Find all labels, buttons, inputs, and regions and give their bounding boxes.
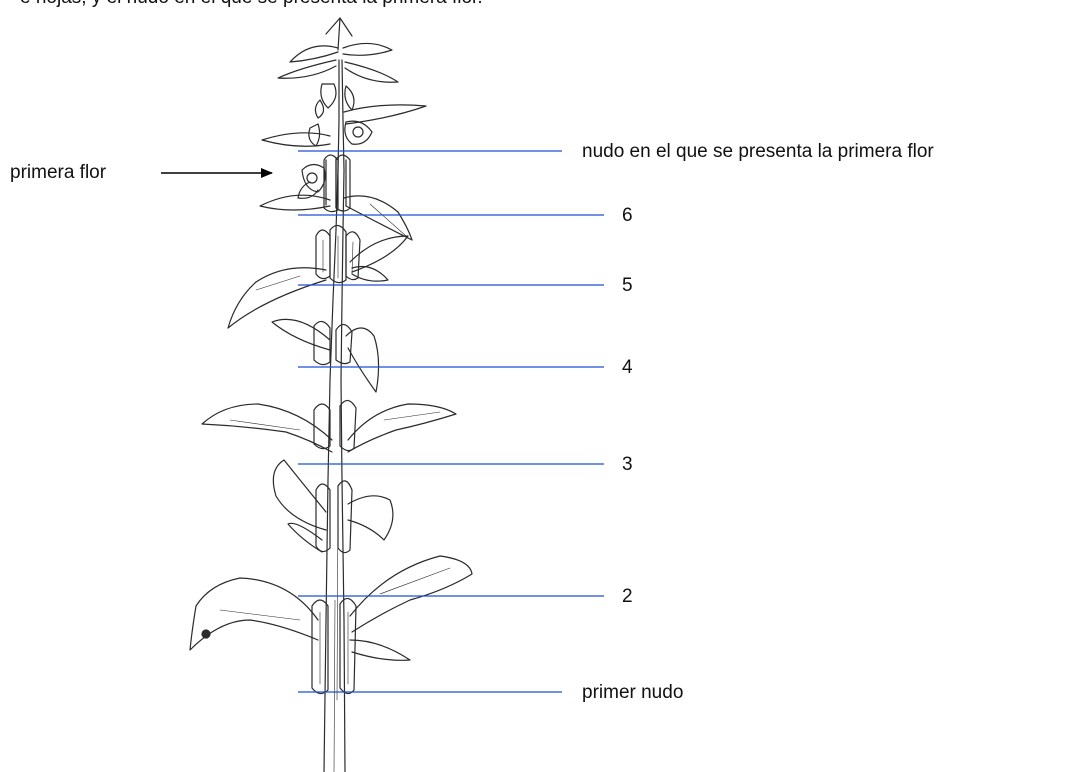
lower-leaves [272, 459, 394, 554]
plant-illustration [189, 17, 473, 772]
label-first-node: primer nudo [582, 682, 684, 703]
label-first-flower-node: nudo en el que se presenta la primera fl… [582, 141, 934, 162]
node-5-leaves [227, 235, 409, 329]
node-lines [298, 150, 604, 693]
upper-flowers [261, 104, 427, 147]
caption-fragment: e hojas; y el nudo en el que se presenta… [20, 0, 483, 9]
label-node-2: 2 [622, 586, 633, 607]
label-first-flower: primera flor [10, 162, 107, 183]
node-2-leaves [189, 555, 473, 695]
node-6-leaves [259, 194, 413, 241]
node-3-leaves [201, 399, 457, 453]
label-node-6: 6 [622, 205, 633, 226]
first-flower-drawing [297, 154, 351, 213]
node-4-leaves [271, 318, 380, 393]
label-node-5: 5 [622, 275, 633, 296]
label-node-3: 3 [622, 454, 633, 475]
apex-leaves [277, 17, 399, 119]
stem [323, 59, 346, 772]
capsules-upper [315, 224, 361, 284]
label-node-4: 4 [622, 357, 633, 378]
